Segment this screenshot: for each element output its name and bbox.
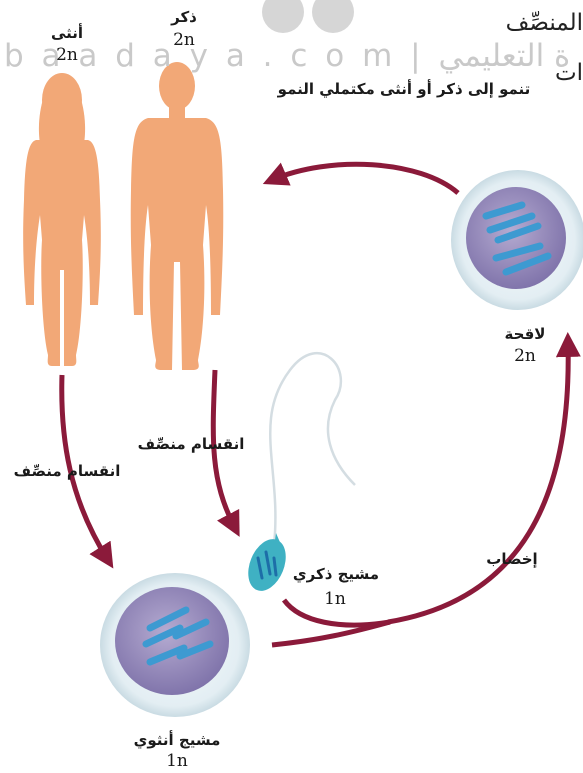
sperm-label: مشيج ذكري — [290, 565, 382, 583]
develop-label: تنمو إلى ذكر أو أنثى مكتملي النمو — [268, 80, 540, 98]
watermark-dot — [312, 0, 354, 33]
fertilization-arrow — [388, 342, 568, 622]
zygote-label: لاقحة — [495, 325, 555, 343]
egg-label: مشيج أنثوي — [125, 731, 229, 749]
male-figure — [131, 62, 224, 370]
header-line-1: المنصِّف — [506, 10, 583, 36]
watermark-dot — [262, 0, 304, 33]
sperm-ploidy: 1n — [310, 589, 360, 609]
female-figure — [23, 73, 101, 366]
egg-cell — [100, 573, 250, 717]
female-label: أنثى — [47, 24, 87, 42]
egg-ploidy: 1n — [152, 751, 202, 771]
sperm-cell — [241, 353, 355, 596]
zygote-cell — [451, 170, 583, 310]
watermark-text: b a a d a y a . c o m | ة التعليمي — [4, 38, 570, 74]
meiosis-male-label: انقسام منصِّف — [126, 435, 256, 453]
develop-arrow — [272, 164, 458, 193]
meiosis-female-label: انقسام منصِّف — [2, 462, 132, 480]
female-ploidy: 2n — [47, 45, 87, 65]
male-ploidy: 2n — [164, 30, 204, 50]
male-label: ذكر — [164, 8, 204, 26]
zygote-ploidy: 2n — [495, 346, 555, 366]
fertilization-label: إخصاب — [482, 550, 542, 568]
